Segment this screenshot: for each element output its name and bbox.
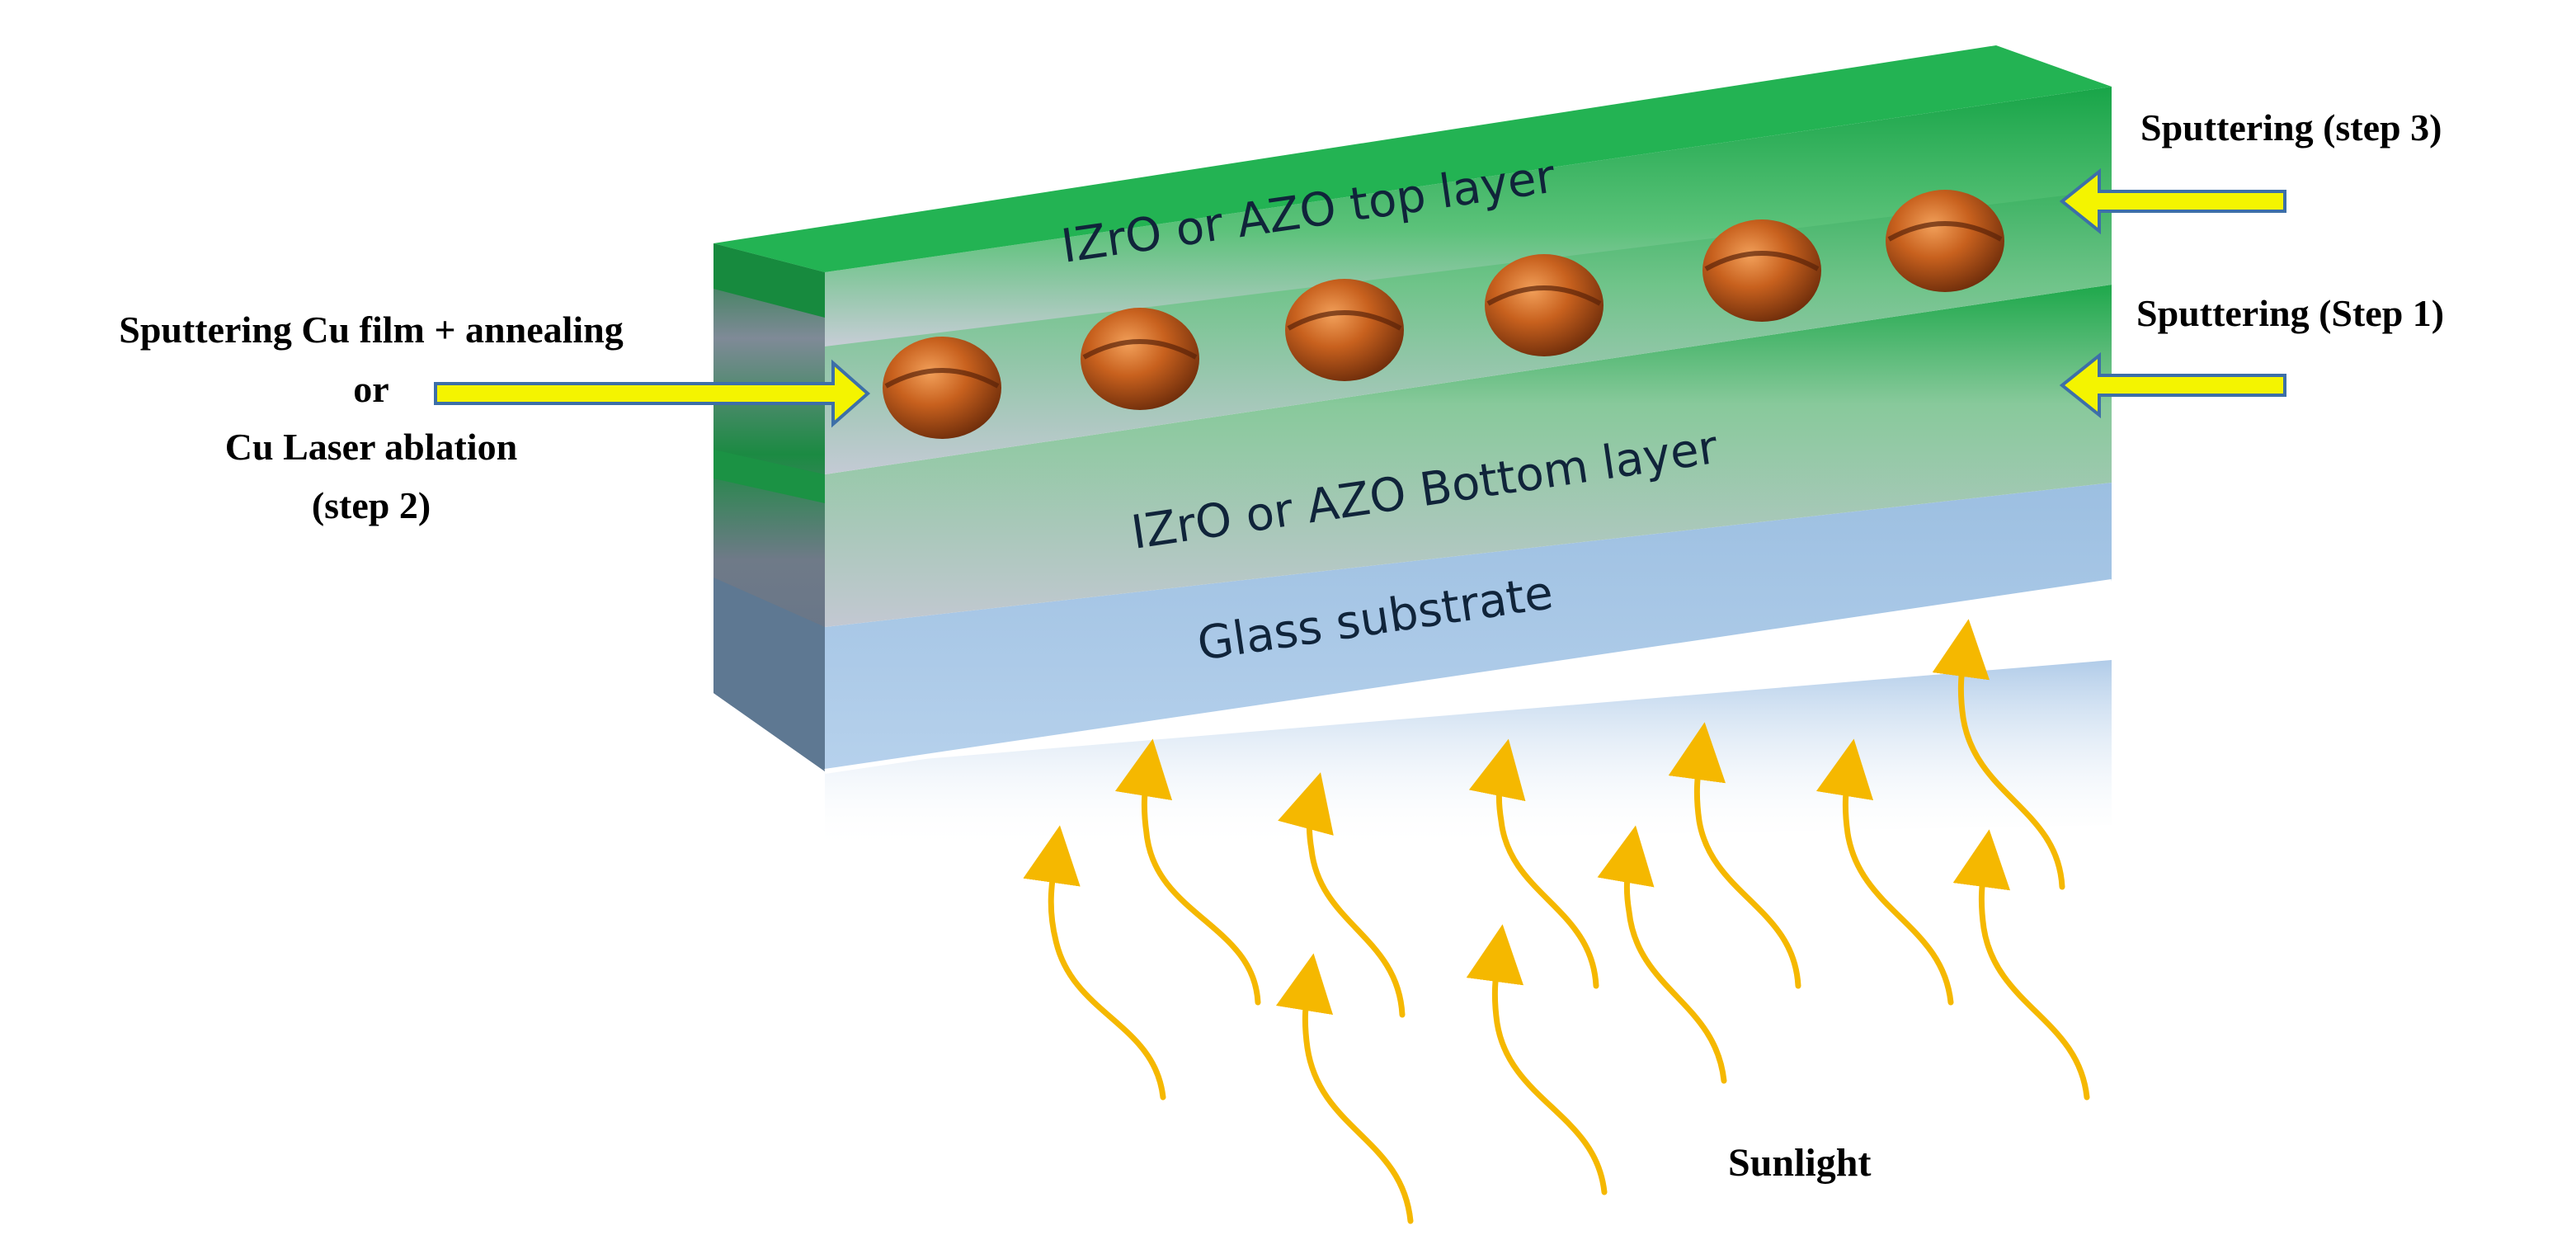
light-ray xyxy=(1597,825,1727,1084)
callout-step3: Sputtering (step 3) xyxy=(2140,106,2442,148)
light-ray xyxy=(1932,619,2065,890)
sunlight-label: Sunlight xyxy=(1728,1141,1871,1185)
arrow-step1 xyxy=(2059,351,2286,419)
light-ray xyxy=(1275,953,1414,1224)
glass-substrate xyxy=(825,483,2112,771)
cu-particles xyxy=(883,190,2004,439)
callout-step2-line3: Cu Laser ablation xyxy=(225,426,517,468)
cu-particle xyxy=(1081,308,1199,410)
bottom-layer xyxy=(825,285,2112,627)
light-ray xyxy=(1707,957,1745,1093)
substrate-edge-highlight xyxy=(824,579,2112,774)
top-layer xyxy=(825,87,2112,346)
cu-particle xyxy=(1702,219,1821,322)
cu-particle xyxy=(1485,254,1604,356)
light-ray xyxy=(1952,829,2090,1101)
callout-step1: Sputtering (Step 1) xyxy=(2136,292,2444,334)
light-ray xyxy=(1114,738,1261,1006)
arrow-step2 xyxy=(434,359,871,428)
light-ray xyxy=(1844,1056,1852,1072)
cu-particle xyxy=(1285,279,1404,381)
light-ray xyxy=(1668,722,1801,989)
stack-top-face xyxy=(713,45,2112,272)
light-ray xyxy=(1278,772,1406,1018)
cu-particle xyxy=(883,337,1001,439)
sunlight-rays xyxy=(1023,619,2090,1224)
light-ray xyxy=(1468,738,1599,989)
side-glass-band xyxy=(713,578,825,771)
callout-step2: Sputtering Cu film + annealing or Cu Las… xyxy=(119,309,624,526)
callout-step2-line2: or xyxy=(353,368,389,410)
callout-step2-line4: (step 2) xyxy=(312,484,431,526)
side-top-green-band xyxy=(713,243,825,318)
light-ray xyxy=(1466,924,1608,1195)
side-mid-green-band xyxy=(713,450,825,503)
callout-step2-line1: Sputtering Cu film + annealing xyxy=(119,309,624,351)
light-ray xyxy=(1023,825,1166,1101)
cu-particle xyxy=(1886,190,2004,292)
arrow-step3 xyxy=(2059,167,2286,235)
light-ray xyxy=(1815,738,1954,1006)
